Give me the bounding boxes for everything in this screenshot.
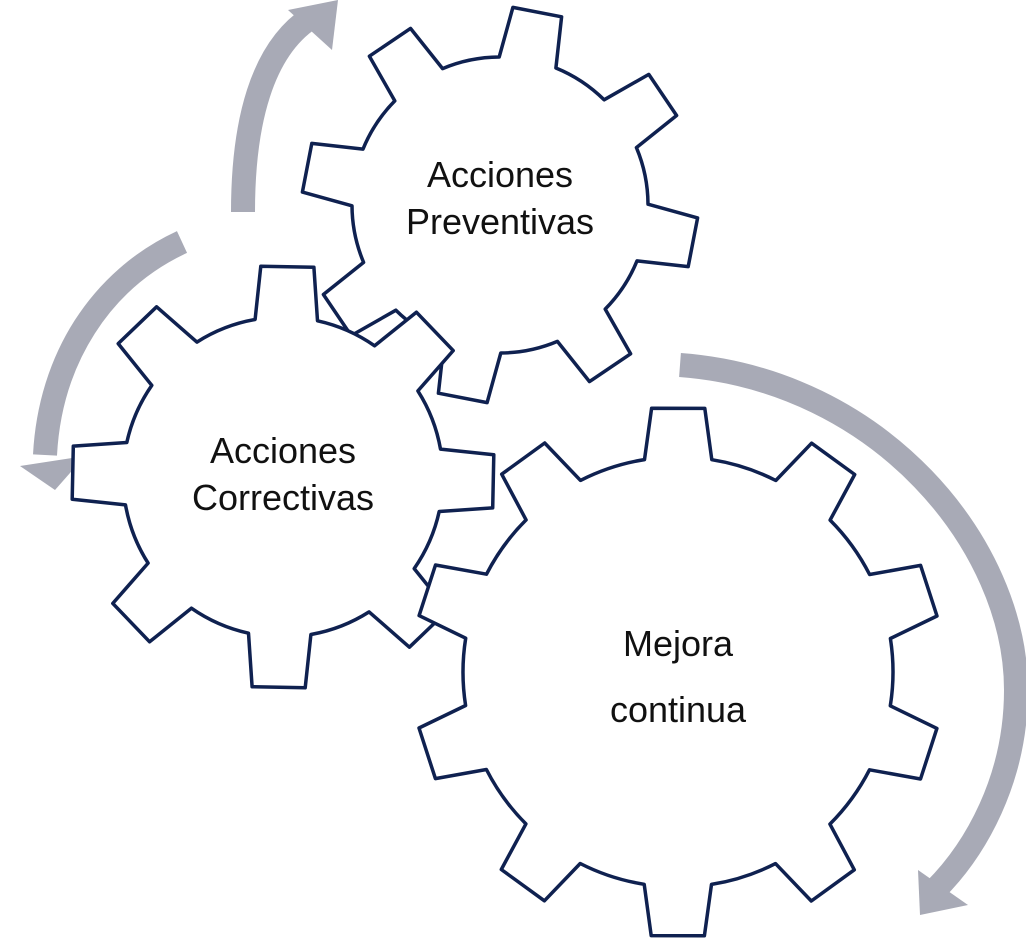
gear-label-line2: continua [610,689,747,730]
arrow-correctivas-to-preventivas [231,8,318,213]
cycle-arrows [20,0,1026,915]
gear-acciones-preventivas: Acciones Preventivas [300,5,700,405]
gear-mejora-continua: Mejora continua [417,406,939,938]
gear-label-line1: Acciones [210,430,356,471]
gear-outline [300,5,700,405]
gear-label-line1: Acciones [427,154,573,195]
gear-outline [417,406,939,938]
gear-label-line2: Correctivas [192,477,374,518]
arrow-head-mejora [918,870,968,915]
arrow-head-correctivas [20,456,85,490]
arrow-toward-mejora [679,353,1026,899]
gear-acciones-correctivas: Acciones Correctivas [70,264,496,690]
gear-label-line2: Preventivas [406,201,594,242]
arrow-head-preventivas [288,0,338,50]
gear-label-line1: Mejora [623,623,734,664]
arrow-preventivas-to-correctivas [33,231,188,456]
gear-outline [70,264,496,690]
